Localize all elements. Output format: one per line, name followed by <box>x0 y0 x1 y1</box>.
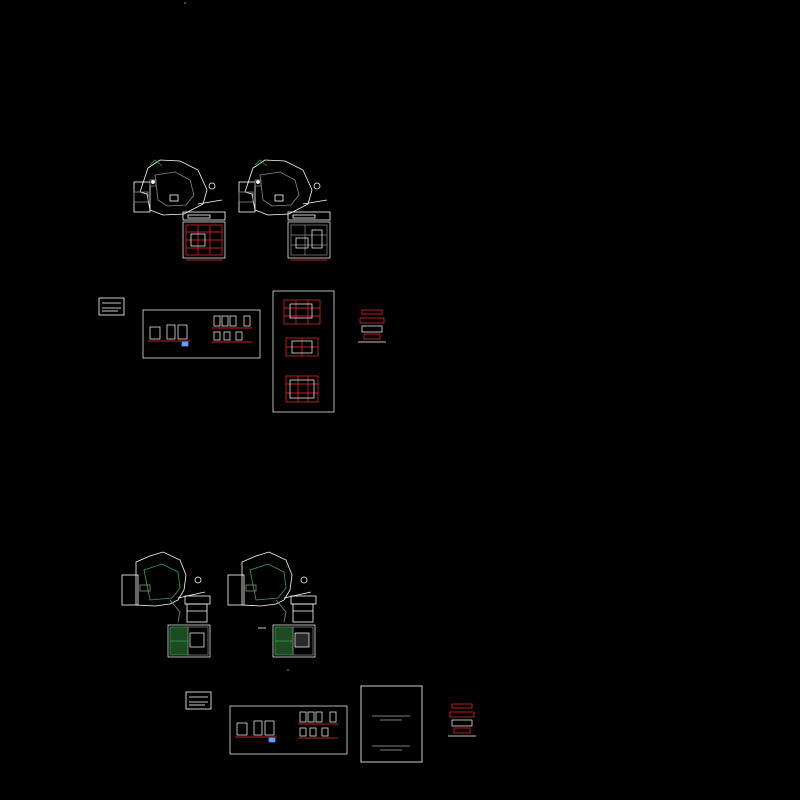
stray-point <box>287 669 289 671</box>
detail-sheet-lower <box>229 705 348 755</box>
cover-sheet-lower <box>360 685 423 763</box>
site-plan-upper-2 <box>238 159 331 221</box>
title-block-upper <box>98 297 125 316</box>
site-plan-lower-1 <box>121 551 211 623</box>
section-detail-lower <box>448 703 476 737</box>
detail-sheet-upper <box>142 309 261 359</box>
floor-plan-upper-2 <box>287 221 331 261</box>
floor-plan-lower-1 <box>167 624 211 658</box>
section-detail-upper <box>358 309 386 343</box>
floor-plan-lower-2 <box>272 624 316 658</box>
elevation-sheet-upper <box>272 290 335 413</box>
title-block-lower <box>185 691 212 710</box>
stray-point <box>184 2 186 4</box>
site-plan-lower-2 <box>227 551 317 629</box>
floor-plan-upper-1 <box>182 221 226 261</box>
site-plan-upper-1 <box>133 159 226 221</box>
